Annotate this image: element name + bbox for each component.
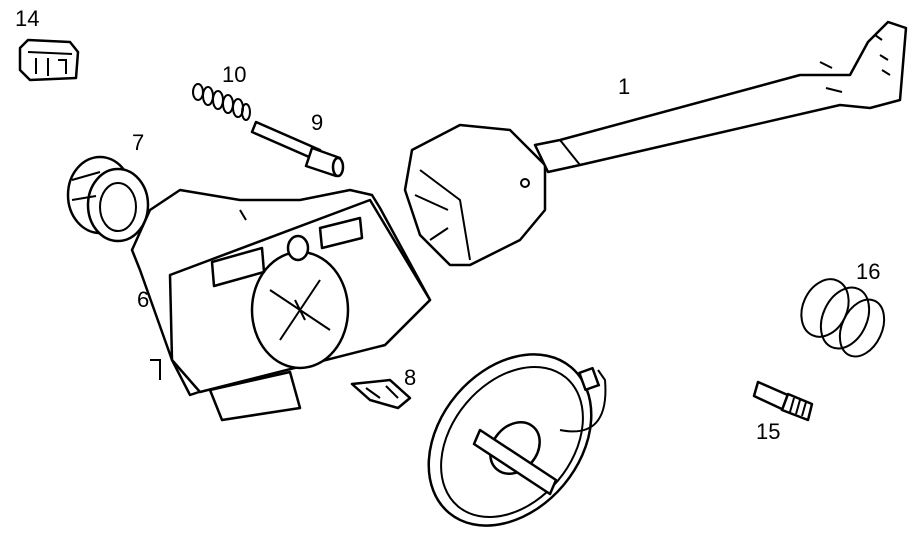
part-label-6: 6 bbox=[137, 287, 150, 312]
part-6-drawing bbox=[130, 188, 432, 422]
part-15-drawing bbox=[752, 380, 814, 422]
part-7-drawing bbox=[66, 155, 150, 243]
part-10-drawing bbox=[192, 83, 251, 121]
part-label-15: 15 bbox=[756, 419, 781, 444]
part-label-16: 16 bbox=[856, 259, 881, 284]
part-14-drawing bbox=[18, 38, 80, 82]
part-8-drawing bbox=[350, 378, 412, 410]
part-label-10: 10 bbox=[222, 62, 247, 87]
part-label-14: 14 bbox=[15, 6, 40, 31]
part-16-drawing bbox=[800, 278, 886, 358]
part-label-7: 7 bbox=[132, 130, 145, 155]
part-label-9: 9 bbox=[311, 110, 324, 135]
part-1-drawing bbox=[403, 20, 908, 267]
part-9-drawing bbox=[250, 120, 345, 178]
part-label-1: 1 bbox=[618, 74, 631, 99]
contact-ring-drawing bbox=[427, 353, 607, 527]
part-label-8: 8 bbox=[404, 365, 417, 390]
